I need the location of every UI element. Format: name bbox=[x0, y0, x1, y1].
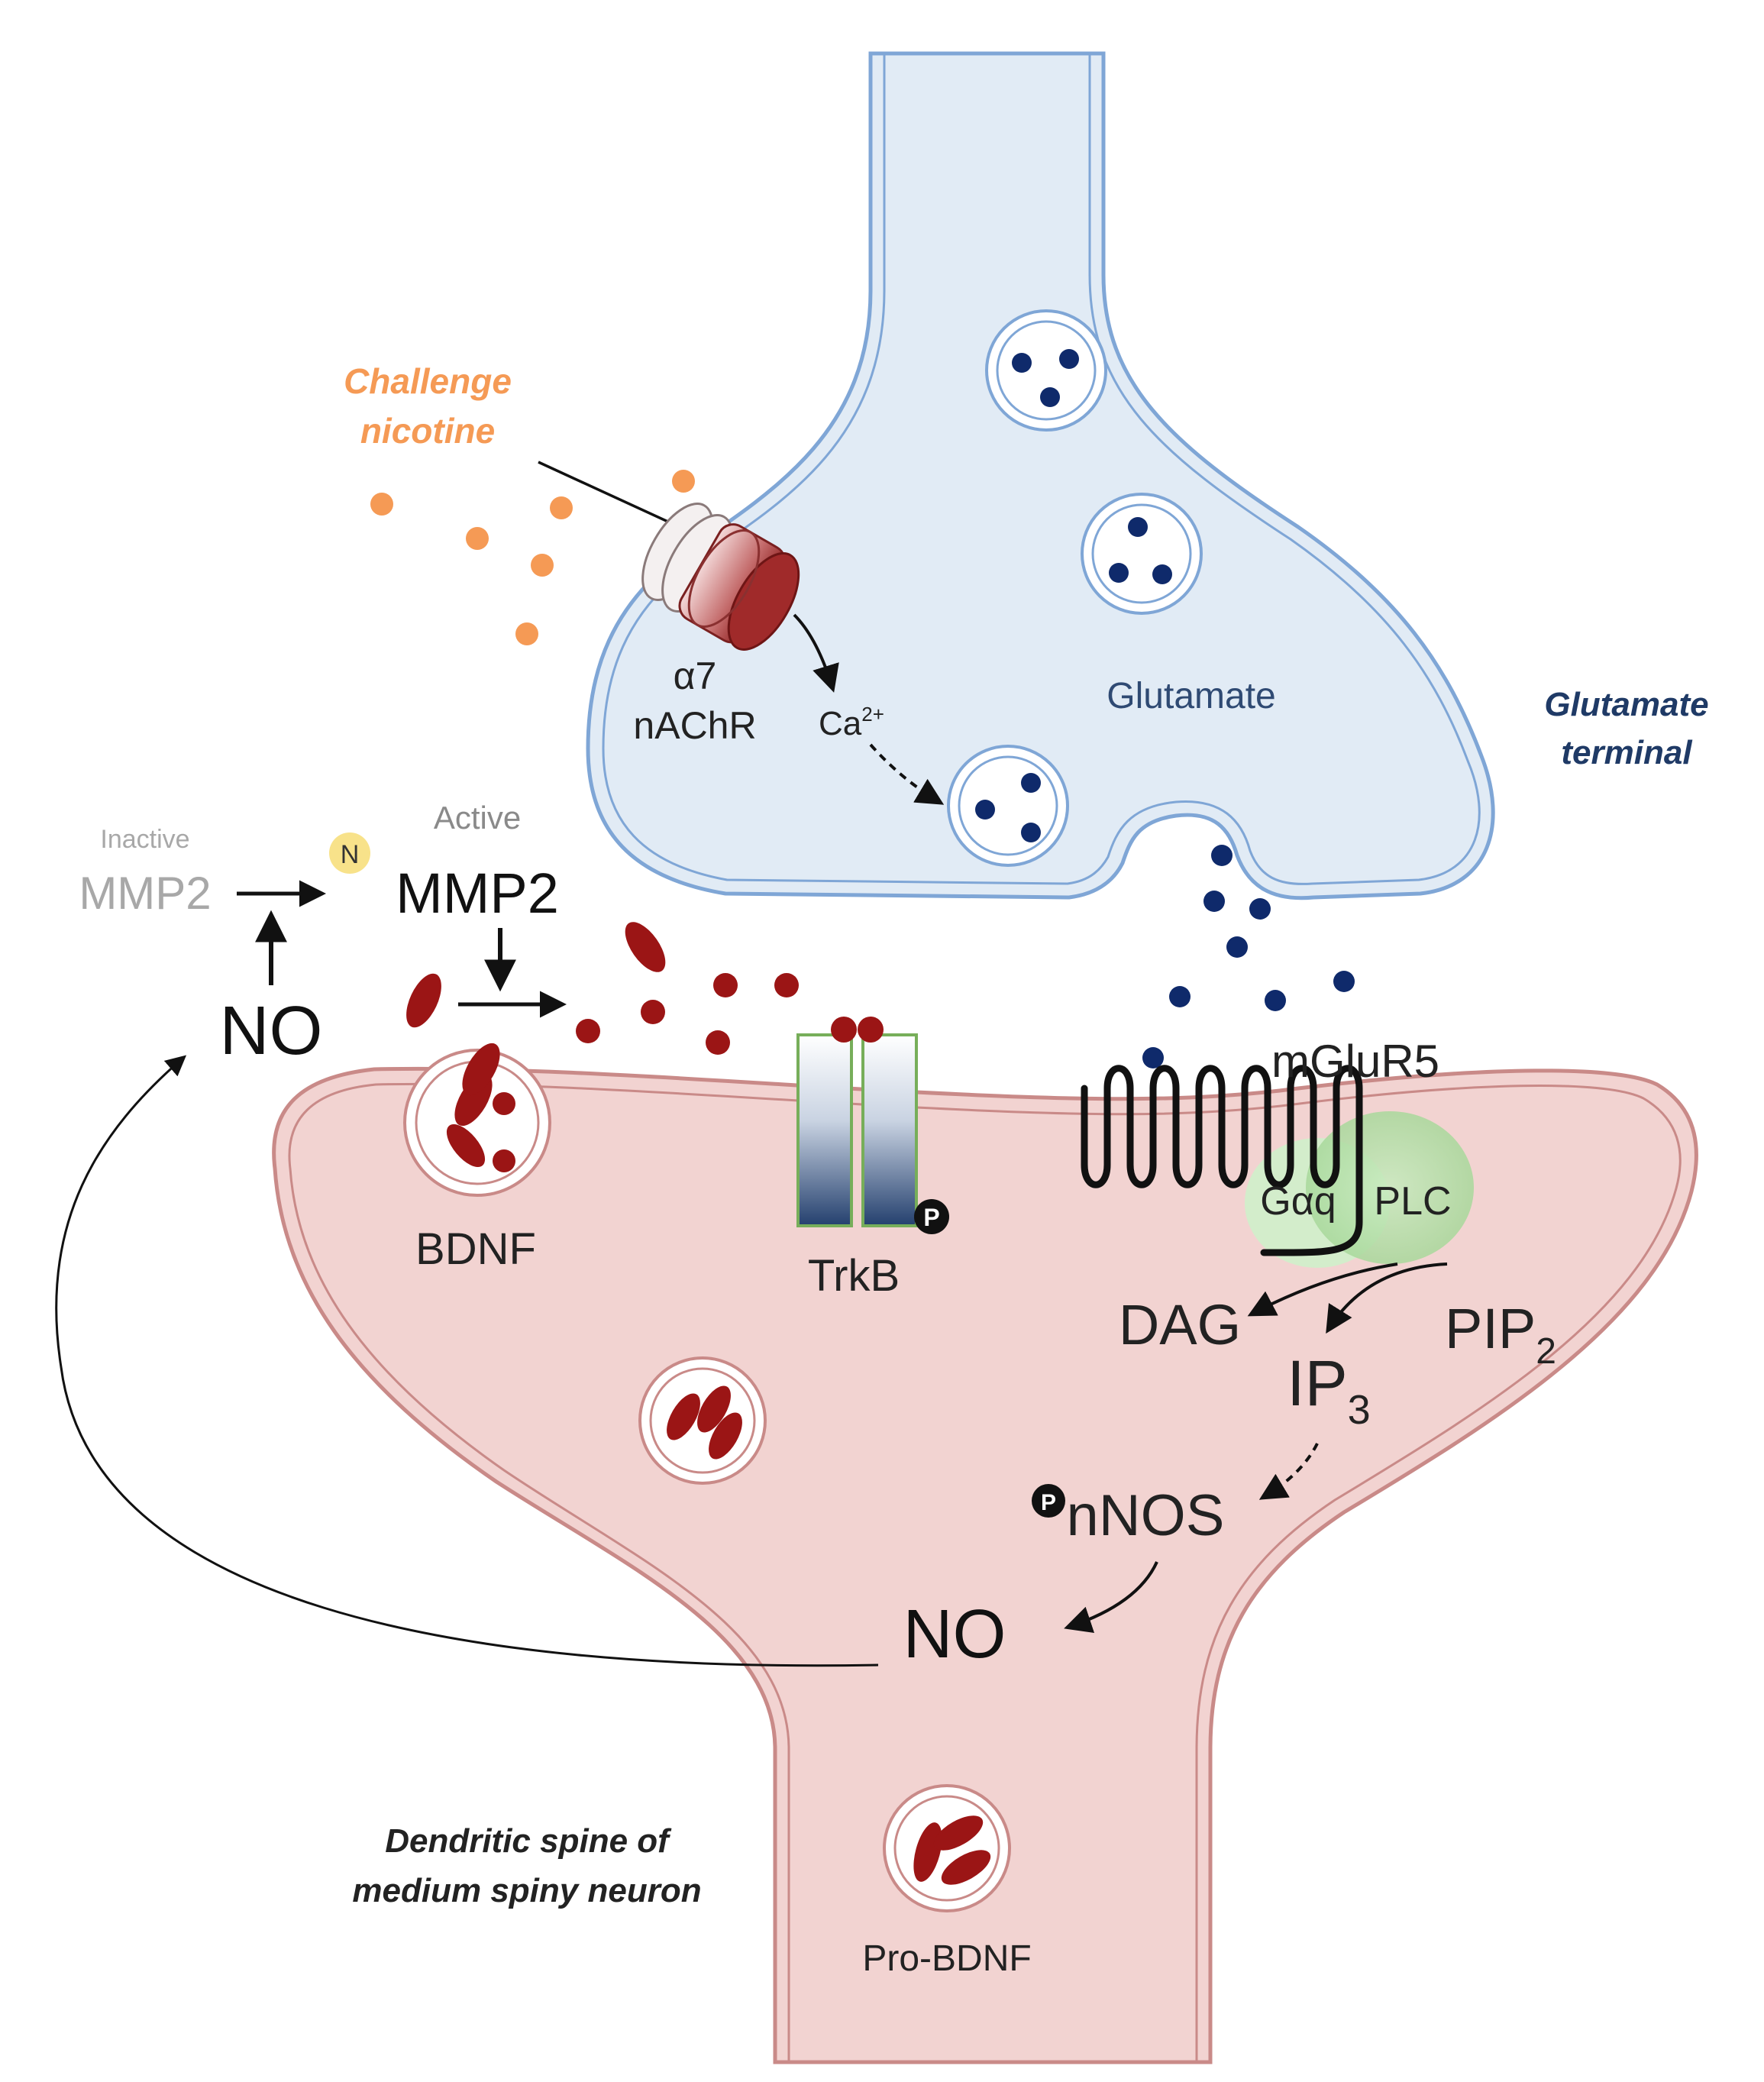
challenge-nicotine-label-line2: nicotine bbox=[360, 411, 495, 451]
trkb-label: TrkB bbox=[808, 1251, 900, 1301]
plc-label: PLC bbox=[1374, 1179, 1451, 1224]
calcium-to-vesicle-arrow bbox=[869, 743, 945, 805]
postsynaptic-membrane-inner bbox=[288, 1082, 1682, 2062]
svg-text:P: P bbox=[1041, 1490, 1056, 1515]
postsynaptic-spine bbox=[272, 1066, 1698, 2064]
glutamate-terminal-label-line1: Glutamate bbox=[1544, 686, 1708, 723]
a7-label: α7 bbox=[674, 655, 717, 697]
svg-text:P: P bbox=[923, 1204, 939, 1231]
pip2-to-ip3-arrow bbox=[1326, 1262, 1448, 1334]
glutamate-label: Glutamate bbox=[1107, 676, 1275, 716]
bdnf-exocytosis bbox=[462, 1043, 500, 1096]
extracellular-bdnf bbox=[406, 922, 799, 1055]
nicotine-pointer-line bbox=[538, 461, 680, 529]
nachr-label: nAChR bbox=[633, 704, 756, 747]
glutamate-vesicle bbox=[985, 309, 1107, 432]
pip2-to-dag-arrow bbox=[1247, 1262, 1398, 1317]
a7-nachr-receptor-icon bbox=[641, 503, 800, 651]
nicotine-molecules bbox=[370, 470, 695, 645]
bdnf-vesicle bbox=[403, 1049, 551, 1197]
n-terminal-badge: N bbox=[329, 832, 370, 874]
pro-bdnf-label: Pro-BDNF bbox=[862, 1938, 1031, 1979]
glutamate-vesicle bbox=[947, 745, 1069, 867]
released-glutamate bbox=[1142, 845, 1355, 1068]
calcium-label: Ca2+ bbox=[819, 703, 884, 742]
plc-protein bbox=[1306, 1111, 1474, 1264]
challenge-nicotine-label-line1: Challenge bbox=[344, 361, 512, 401]
trkb-receptor-icon bbox=[796, 1017, 918, 1227]
postsynaptic-membrane-outer bbox=[272, 1066, 1698, 2064]
inactive-mmp2-label: MMP2 bbox=[79, 868, 211, 919]
bdnf-label: BDNF bbox=[415, 1224, 536, 1274]
no-label-lower: NO bbox=[903, 1596, 1006, 1673]
active-caption: Active bbox=[434, 800, 521, 836]
trkb-phospho-badge: P bbox=[914, 1199, 949, 1234]
mglur5-label: mGluR5 bbox=[1271, 1036, 1439, 1087]
mglur5-receptor-icon bbox=[1081, 1065, 1363, 1256]
nnos-to-no-arrow bbox=[1064, 1561, 1158, 1633]
inactive-caption: Inactive bbox=[100, 825, 189, 854]
no-feedback-loop-arrow bbox=[55, 1055, 879, 1667]
glutamate-vesicle bbox=[1081, 493, 1203, 615]
nnos-phospho-badge: P bbox=[1032, 1484, 1065, 1518]
ip3-label: IP3 bbox=[1287, 1347, 1370, 1433]
active-mmp2-label: MMP2 bbox=[396, 862, 559, 925]
dendritic-spine-label-line1: Dendritic spine of bbox=[385, 1822, 672, 1860]
pro-bdnf-vesicle bbox=[883, 1784, 1011, 1912]
ip3-to-nnos-arrow bbox=[1258, 1443, 1319, 1500]
pip2-label: PIP2 bbox=[1445, 1297, 1556, 1372]
nnos-label: nNOS bbox=[1067, 1483, 1225, 1548]
glutamate-terminal-label-line2: terminal bbox=[1561, 734, 1692, 771]
receptor-to-calcium-arrow bbox=[793, 613, 839, 693]
no-label-upper: NO bbox=[220, 993, 323, 1069]
svg-text:N: N bbox=[341, 840, 360, 869]
galphaq-label: Gαq bbox=[1260, 1179, 1336, 1224]
dendritic-spine-label-line2: medium spiny neuron bbox=[352, 1872, 701, 1909]
dag-label: DAG bbox=[1119, 1293, 1241, 1356]
bdnf-vesicle bbox=[638, 1356, 767, 1485]
